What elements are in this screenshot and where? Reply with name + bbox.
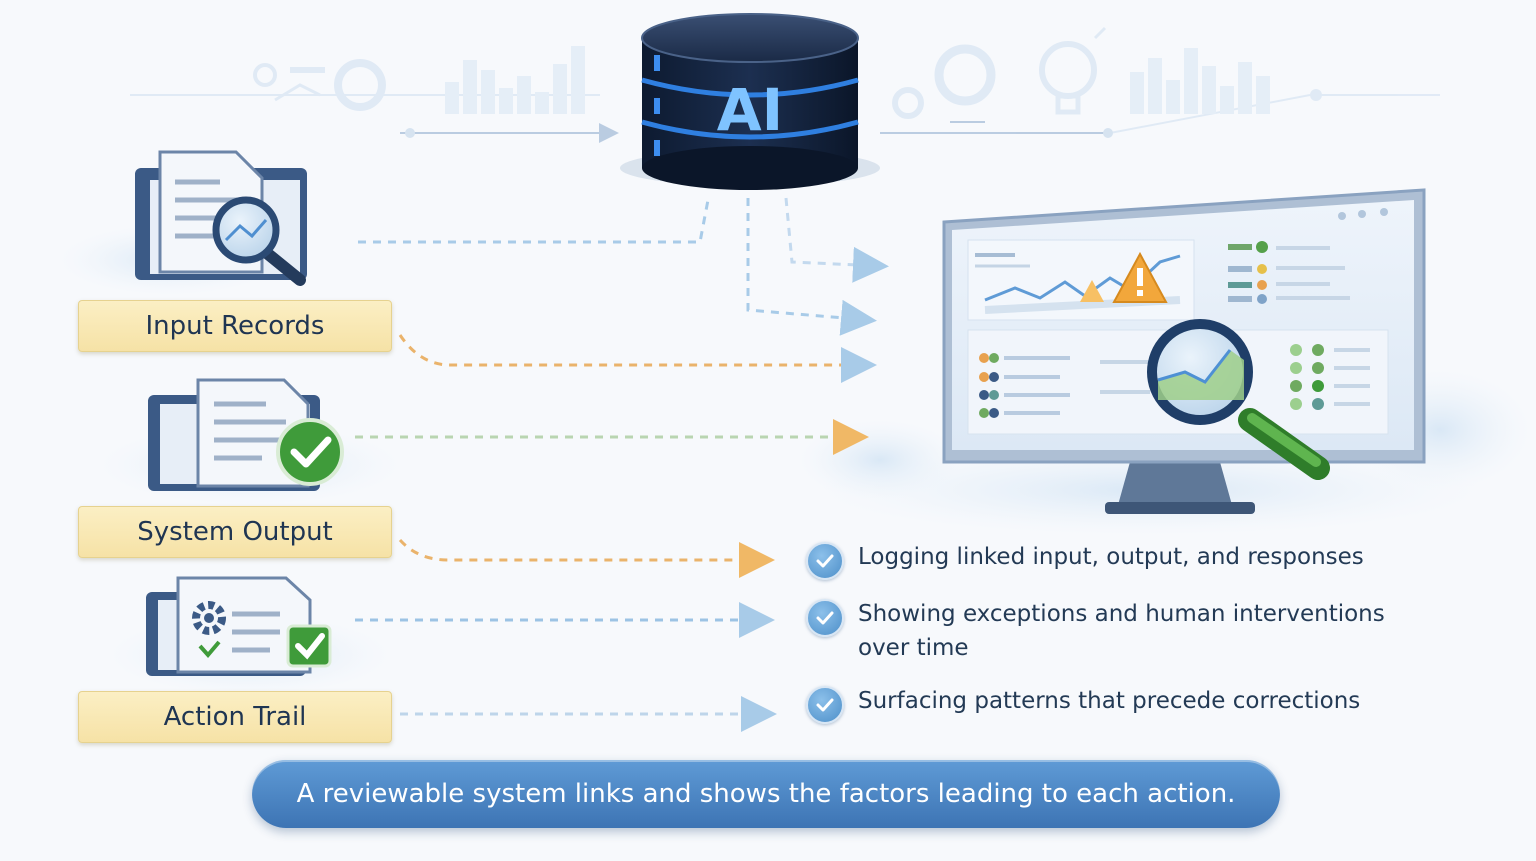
magnifier-icon (1147, 319, 1330, 480)
warning-icon (1080, 251, 1168, 303)
bullet-exceptions-line-1: Showing exceptions and human interventio… (858, 601, 1385, 627)
check-circle-icon (806, 599, 844, 637)
gear-icon (253, 44, 996, 119)
label-action-trail: Action Trail (78, 691, 392, 743)
bullet-patterns: Surfacing patterns that precede correcti… (806, 684, 1360, 724)
bullet-exceptions: Showing exceptions and human interventio… (806, 597, 1385, 665)
check-circle-icon (806, 686, 844, 724)
label-system-output: System Output (78, 506, 392, 558)
label-action-trail-text: Action Trail (163, 702, 307, 732)
connectors (355, 197, 889, 732)
document-search-icon (135, 150, 307, 286)
bullet-exceptions-line-2: over time (858, 635, 969, 661)
bullet-patterns-text: Surfacing patterns that precede correcti… (858, 688, 1361, 714)
bullet-logging: Logging linked input, output, and respon… (806, 540, 1364, 580)
db-label: AI (717, 76, 783, 144)
label-system-output-text: System Output (137, 517, 333, 547)
database-icon (620, 13, 880, 190)
bullet-logging-text: Logging linked input, output, and respon… (858, 544, 1364, 570)
summary-banner: A reviewable system links and shows the … (252, 760, 1280, 828)
background-decor (130, 26, 1440, 143)
label-input-records-text: Input Records (145, 311, 325, 341)
bar-chart-icon (445, 46, 1270, 114)
check-circle-icon (806, 542, 844, 580)
document-gear-icon (146, 576, 332, 676)
summary-banner-text: A reviewable system links and shows the … (296, 779, 1236, 809)
lightbulb-icon (1039, 26, 1107, 115)
document-check-icon (148, 378, 344, 491)
label-input-records: Input Records (78, 300, 392, 352)
